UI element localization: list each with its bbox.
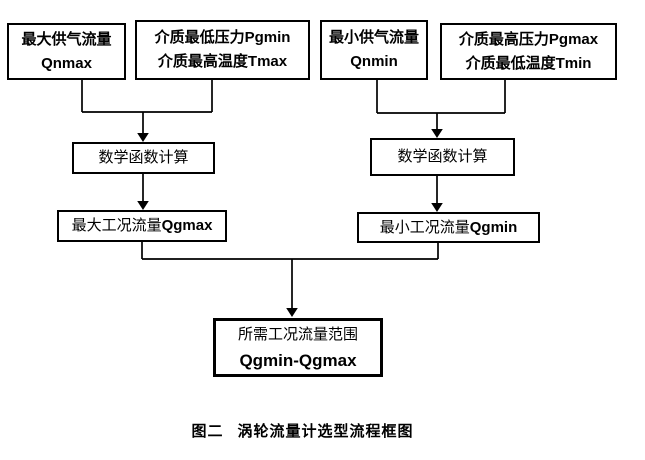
connector-paths [81,80,506,309]
node-pgmax-tmin: 介质最高压力Pgmax 介质最低温度Tmin [440,23,617,80]
arrowhead-icon [431,129,443,138]
arrowhead-icon [137,133,149,142]
arrowhead-icon [286,308,298,317]
node-qnmax: 最大供气流量 Qnmax [7,23,126,80]
node-math-calc-left-label: 数学函数计算 [98,149,189,166]
node-qgmin-label: 最小工况流量Qgmin [379,218,518,236]
figure-caption-number: 图二 [191,423,224,440]
node-qgmax-label: 最大工况流量Qgmax [71,217,213,234]
node-qnmax-label: 最大供气流量 [21,30,112,48]
node-qgmin: 最小工况流量Qgmin [357,212,540,243]
figure-caption: 图二涡轮流量计选型流程框图 [0,420,625,441]
node-flow-range: 所需工况流量范围 Qgmin-Qgmax [213,318,383,377]
node-flow-range-value: Qgmin-Qgmax [239,350,357,370]
node-pgmax-label: 介质最高压力Pgmax [458,30,599,48]
node-qnmin: 最小供气流量 Qnmin [320,20,428,80]
connector-right-top [376,80,506,131]
node-tmax-label: 介质最高温度Tmax [157,53,288,70]
connector-left-top [81,80,213,135]
figure-caption-title: 涡轮流量计选型流程框图 [237,423,414,440]
node-tmin-label: 介质最低温度Tmin [465,54,592,72]
node-flow-range-label: 所需工况流量范围 [237,325,358,343]
node-qnmax-symbol: Qnmax [41,54,92,72]
node-pgmin-label: 介质最低压力Pgmin [154,29,291,46]
node-qnmin-symbol: Qnmin [350,53,398,70]
node-qgmax: 最大工况流量Qgmax [57,210,227,242]
arrowhead-icon [137,201,149,210]
node-math-calc-right: 数学函数计算 [370,138,515,176]
arrowhead-icon [431,203,443,212]
node-pgmin-tmax: 介质最低压力Pgmin 介质最高温度Tmax [135,20,310,80]
node-qnmin-label: 最小供气流量 [328,29,419,46]
node-math-calc-left: 数学函数计算 [72,142,215,174]
connector-bottom-merge [141,242,439,309]
node-math-calc-right-label: 数学函数计算 [397,148,488,165]
